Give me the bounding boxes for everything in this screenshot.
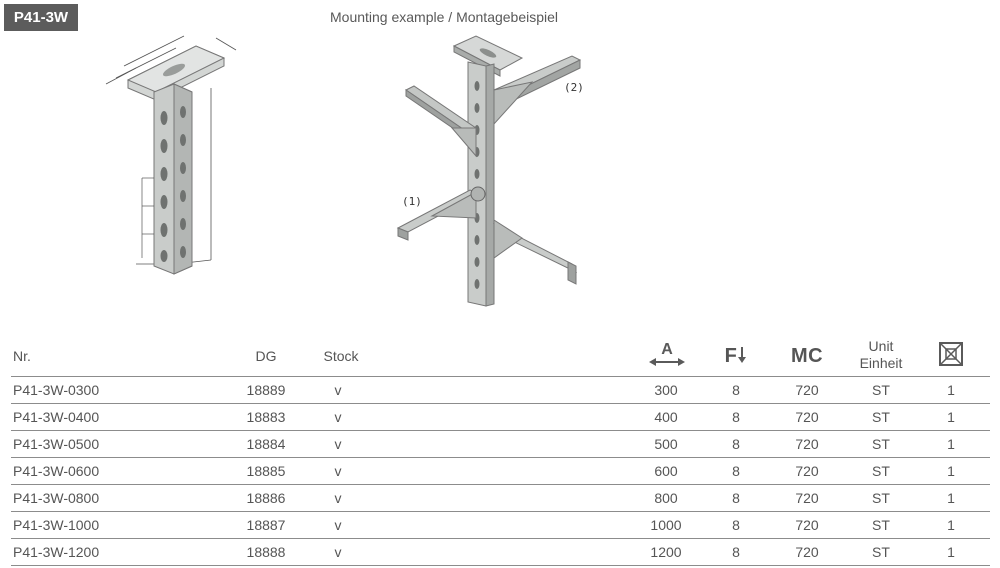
product-table: Nr. DG Stock A F MC Unit Einheit xyxy=(11,336,990,566)
cell-unit: ST xyxy=(872,382,890,398)
cell-f: 8 xyxy=(732,544,740,560)
cell-unit: ST xyxy=(872,544,890,560)
cell-stock: v xyxy=(334,463,342,479)
table-row: P41-3W-0300 18889 v 300 8 720 ST 1 xyxy=(11,377,990,404)
cell-dg: 18886 xyxy=(246,490,286,506)
cell-dg: 18889 xyxy=(246,382,286,398)
cell-nr: P41-3W-0600 xyxy=(13,463,100,479)
cell-a: 400 xyxy=(654,409,678,425)
cell-stock: v xyxy=(334,490,342,506)
cell-pack: 1 xyxy=(947,490,955,506)
cell-a: 300 xyxy=(654,382,678,398)
cell-a: 800 xyxy=(654,490,678,506)
cell-f: 8 xyxy=(732,436,740,452)
cell-nr: P41-3W-1200 xyxy=(13,544,100,560)
header-unit: Unit Einheit xyxy=(849,338,913,372)
mounting-example-title: Mounting example / Montagebeispiel xyxy=(330,9,559,25)
cell-stock: v xyxy=(334,409,342,425)
cell-pack: 1 xyxy=(947,436,955,452)
cell-pack: 1 xyxy=(947,544,955,560)
header-unit-de: Einheit xyxy=(859,355,903,371)
table-row: P41-3W-0400 18883 v 400 8 720 ST 1 xyxy=(11,404,990,431)
header-force-symbol: F xyxy=(721,336,751,376)
cell-mc: 720 xyxy=(795,382,819,398)
package-icon xyxy=(938,341,964,382)
cell-unit: ST xyxy=(872,517,890,533)
callout-2-label: (2) xyxy=(564,81,584,94)
cell-mc: 720 xyxy=(795,490,819,506)
cell-mc: 720 xyxy=(795,409,819,425)
table-row: P41-3W-0600 18885 v 600 8 720 ST 1 xyxy=(11,458,990,485)
cell-mc: 720 xyxy=(795,544,819,560)
dimension-a-icon: A xyxy=(647,340,687,385)
cell-unit: ST xyxy=(872,463,890,479)
cell-f: 8 xyxy=(732,382,740,398)
cell-a: 600 xyxy=(654,463,678,479)
force-label: F xyxy=(724,345,738,367)
cell-pack: 1 xyxy=(947,382,955,398)
cell-f: 8 xyxy=(732,463,740,479)
cell-unit: ST xyxy=(872,409,890,425)
cell-f: 8 xyxy=(732,409,740,425)
dimension-a-label: A xyxy=(661,341,673,358)
mounting-example-illustration: (2) (1) xyxy=(396,35,584,307)
cell-mc: 720 xyxy=(795,436,819,452)
cell-dg: 18884 xyxy=(246,436,286,452)
cell-nr: P41-3W-0800 xyxy=(13,490,100,506)
profile-technical-drawing xyxy=(105,35,237,275)
header-stock: Stock xyxy=(323,348,359,364)
cell-a: 1200 xyxy=(650,544,682,560)
table-row: P41-3W-1000 18887 v 1000 8 720 ST 1 xyxy=(11,512,990,539)
cell-stock: v xyxy=(334,517,342,533)
table-row: P41-3W-0500 18884 v 500 8 720 ST 1 xyxy=(11,431,990,458)
cell-mc: 720 xyxy=(795,517,819,533)
cell-dg: 18883 xyxy=(246,409,286,425)
cell-mc: 720 xyxy=(795,463,819,479)
cell-f: 8 xyxy=(732,490,740,506)
cell-a: 1000 xyxy=(650,517,682,533)
header-mc-symbol: MC xyxy=(790,345,824,367)
cell-dg: 18887 xyxy=(246,517,286,533)
header-nr: Nr. xyxy=(13,348,31,364)
cell-nr: P41-3W-0400 xyxy=(13,409,100,425)
cell-dg: 18888 xyxy=(246,544,286,560)
cell-pack: 1 xyxy=(947,409,955,425)
cell-f: 8 xyxy=(732,517,740,533)
cell-nr: P41-3W-1000 xyxy=(13,517,100,533)
cell-nr: P41-3W-0300 xyxy=(13,382,100,398)
cell-unit: ST xyxy=(872,490,890,506)
cell-dg: 18885 xyxy=(246,463,286,479)
cell-stock: v xyxy=(334,544,342,560)
cell-nr: P41-3W-0500 xyxy=(13,436,100,452)
header-unit-en: Unit xyxy=(868,338,894,354)
cell-stock: v xyxy=(334,382,342,398)
product-code-badge: P41-3W xyxy=(4,4,78,31)
header-dg: DG xyxy=(255,348,277,364)
cell-pack: 1 xyxy=(947,517,955,533)
table-row: P41-3W-0800 18886 v 800 8 720 ST 1 xyxy=(11,485,990,512)
table-header-row: Nr. DG Stock A F MC Unit Einheit xyxy=(11,336,990,377)
cell-stock: v xyxy=(334,436,342,452)
cell-pack: 1 xyxy=(947,463,955,479)
cell-unit: ST xyxy=(872,436,890,452)
arrow-down-icon xyxy=(738,347,747,363)
table-row: P41-3W-1200 18888 v 1200 8 720 ST 1 xyxy=(11,539,990,566)
callout-1-label: (1) xyxy=(402,195,422,208)
cell-a: 500 xyxy=(654,436,678,452)
